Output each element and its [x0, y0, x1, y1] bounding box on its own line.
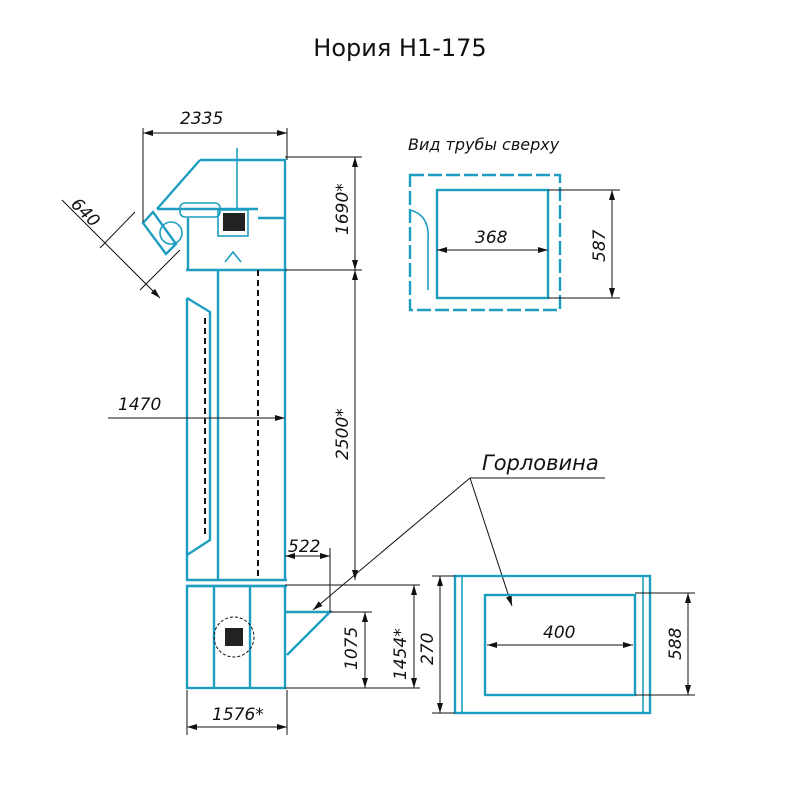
elevator-body	[141, 148, 333, 690]
top-view-label: Вид трубы сверху	[408, 135, 560, 154]
dim-1075: 1075	[342, 627, 362, 670]
dim-400: 400	[543, 623, 575, 643]
dim-522: 522	[288, 537, 320, 557]
dim-1454: 1454*	[391, 628, 411, 680]
dimension-lines	[61, 128, 605, 735]
throat-view	[432, 574, 695, 715]
dim-2335: 2335	[180, 109, 223, 129]
pipe-top-view	[408, 173, 620, 312]
dim-587: 587	[590, 229, 610, 262]
dim-640: 640	[66, 194, 103, 231]
dim-1690: 1690*	[333, 183, 353, 235]
throat-label: Горловина	[482, 451, 599, 475]
dim-1470: 1470	[118, 395, 161, 415]
dim-2500: 2500*	[333, 408, 353, 460]
dim-368: 368	[475, 228, 508, 248]
dim-588: 588	[666, 627, 686, 660]
dim-270: 270	[418, 633, 438, 665]
dim-1576: 1576*	[212, 705, 264, 725]
drawing-title: Нория Н1-175	[313, 34, 487, 62]
